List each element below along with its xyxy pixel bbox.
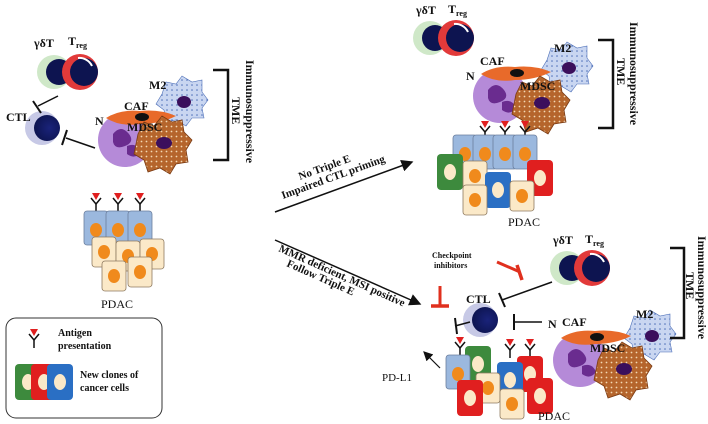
treg-label-top: Treg [448,2,467,18]
treg-cell-left [61,53,99,91]
checkpoint-label-1: Checkpoint [432,251,472,260]
inhibit-bar-treg-ctl-bottom [498,292,506,308]
caf-label-left: CAF [124,99,149,113]
legend-antigen-label-1: Antigen [58,328,92,339]
inhibit-bar-tme-ctl-left [61,129,68,146]
pdac-label-left: PDAC [101,297,133,311]
treg-label-bottom: Treg [585,232,604,248]
checkpoint-inhibit-treg-line [496,260,521,274]
mdsc-label-bottom: MDSC [590,341,625,355]
tme-title-left: Immunosuppressive [243,60,257,164]
checkpoint-label-2: inhibitors [434,261,467,270]
legend-clones-icon [15,364,73,400]
pdl1-label: PD-L1 [382,372,412,384]
pdac-tumor-left [83,192,165,292]
inhibit-bar-treg-ctl-left [32,100,42,114]
arrow-follow-triple-e [274,239,422,306]
inhibit-line-treg-ctl-bottom [501,281,553,301]
legend-clones-label-2: cancer cells [80,383,129,394]
lower-arrow-group: MMR deficient, MSI positive Follow Tripl… [274,239,422,310]
neutrophil-label-top: N [466,69,475,83]
tme-title-top: Immunosuppressive [627,22,641,126]
inhibit-line-treg-ctl-left [37,95,59,107]
pdac-label-top: PDAC [508,215,540,229]
caf-label-top: CAF [480,54,505,68]
bottom-right-panel: γδT Treg Checkpoint inhibitors CTL M2 N … [382,232,708,423]
mdsc-label-left: MDSC [127,120,162,134]
pdac-label-bottom: PDAC [538,409,570,423]
ctl-cell-bottom [463,303,498,337]
pdac-tumor-bottom [445,336,553,420]
treg-cell-top [437,19,475,57]
inhibit-line-tme-ctl-left [65,137,96,149]
gamma-delta-t-label-left: γδT [33,36,54,50]
arrow-no-triple-e [274,159,414,213]
inhibit-bar-tumor-ctl-bottom [454,317,458,335]
mdsc-label-top: MDSC [520,79,555,93]
m2-label-bottom: M2 [636,307,653,321]
ctl-label-left: CTL [6,110,31,124]
upper-arrow-group: No Triple E Impaired CTL priming [274,153,414,213]
m2-label-left: M2 [149,78,166,92]
gamma-delta-t-label-bottom: γδT [552,233,573,247]
tme-title-bottom: Immunosuppressive [695,236,708,340]
tme-subtitle-left: TME [229,97,243,124]
left-panel: γδT Treg CTL M2 N CAF MDSC Immunosuppres… [5,34,257,419]
tme-subtitle-top: TME [614,58,628,85]
inhibit-line-tumor-ctl-bottom [454,321,471,327]
arrow-lower-label-1: MMR deficient, MSI positive [277,243,407,310]
legend-clones-label-1: New clones of [80,370,139,381]
caf-label-bottom: CAF [562,315,587,329]
top-right-panel: γδT Treg M2 N CAF MDSC Immunosuppressive… [413,2,641,229]
ctl-label-bottom: CTL [466,292,491,306]
neutrophil-label-bottom: N [548,317,557,331]
m2-label-top: M2 [554,41,571,55]
checkpoint-inhibit-treg-bar [515,264,524,281]
tme-subtitle-bottom: TME [683,272,697,299]
pdac-tumor-top [437,120,553,216]
pdl1-arrow [423,351,441,369]
legend-antigen-label-2: presentation [58,341,112,352]
treg-label-left: Treg [68,34,87,50]
treg-cell-bottom [573,249,611,287]
gamma-delta-t-label-top: γδT [415,3,436,17]
tme-bracket-left [213,68,230,162]
tme-bracket-bottom [670,246,686,340]
neutrophil-label-left: N [95,114,104,128]
tme-bracket-top [598,38,615,130]
